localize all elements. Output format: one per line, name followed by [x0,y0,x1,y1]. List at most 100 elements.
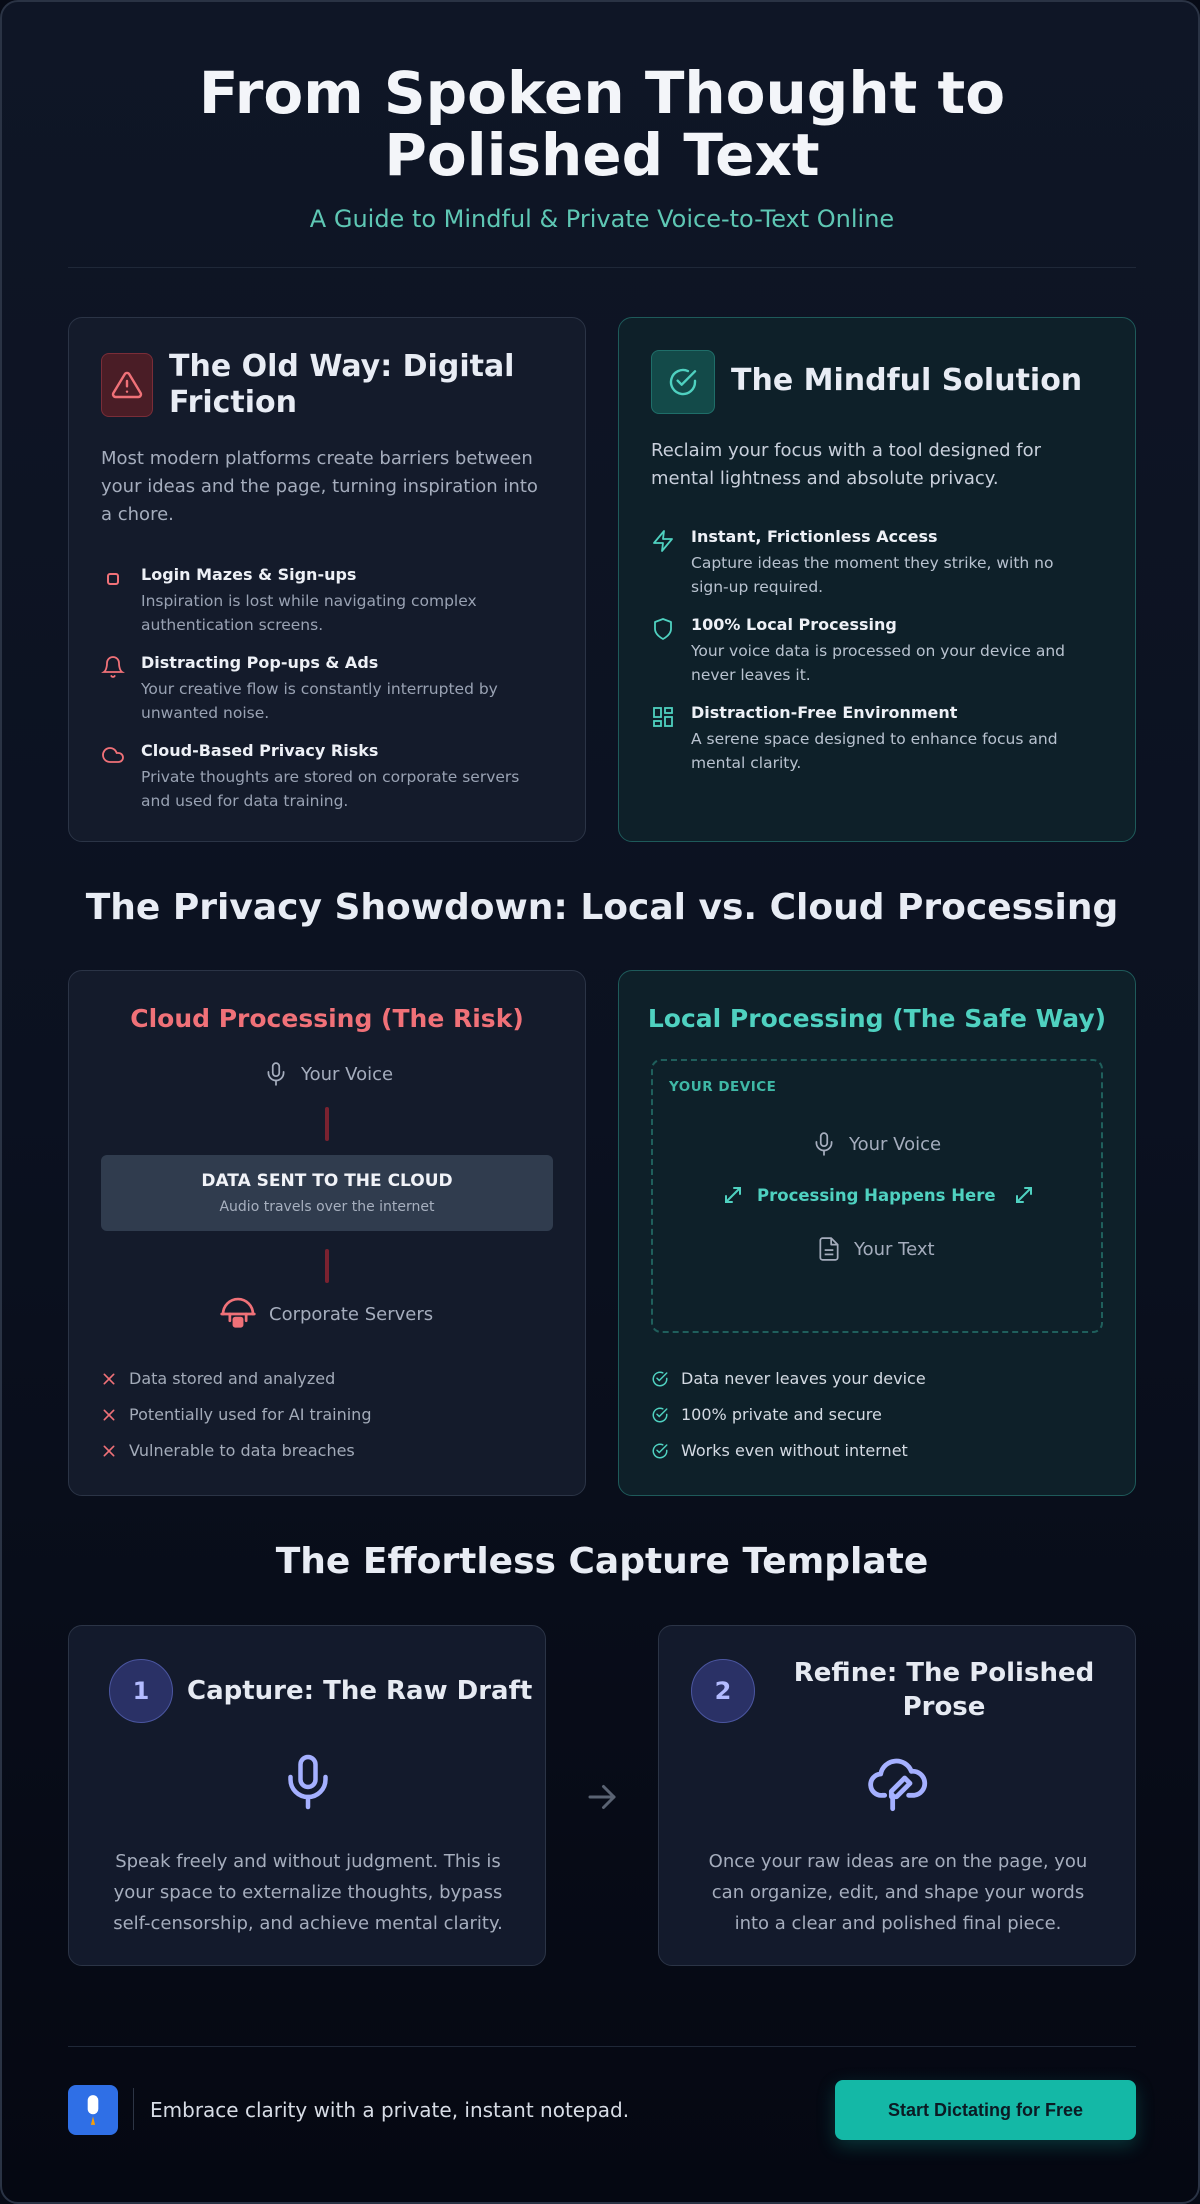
solution-intro: Reclaim your focus with a tool designed … [651,437,1111,493]
processing-row: Processing Happens Here [721,1183,1036,1207]
intro-line: a chore. [101,504,174,525]
local-text-label: Your Text [854,1238,935,1260]
old-way-title-line-2: Friction [169,385,298,420]
cloud-voice-row: Your Voice [263,1059,393,1089]
footer-divider [133,2088,134,2130]
old-way-intro: Most modern platforms create barriers be… [101,445,561,529]
item-desc-line: Your voice data is processed on your dev… [691,642,1065,660]
risk-item: Potentially used for AI training [101,1405,371,1424]
old-way-title-line-1: The Old Way: Digital [169,349,515,384]
shield-icon [654,618,672,640]
step-capture-card: 1 Capture: The Raw Draft Speak freely an… [68,1625,546,1966]
expand-arrows-icon [1015,1187,1032,1203]
divider [68,267,1136,268]
cloud-box-subtitle: Audio travels over the internet [219,1199,435,1215]
showdown-title: The Privacy Showdown: Local vs. Cloud Pr… [85,887,1119,928]
item-title: Cloud-Based Privacy Risks [141,741,379,760]
step-description: Speak freely and without judgment. This … [89,1846,527,1939]
local-panel-title: Local Processing (The Safe Way) [647,1004,1107,1033]
cloud-panel-title: Cloud Processing (The Risk) [130,1004,524,1033]
step-number: 1 [109,1659,173,1723]
risk-text: Potentially used for AI training [129,1405,372,1424]
item-desc: Your creative flow is constantly interru… [141,677,551,725]
benefit-text: Works even without internet [681,1441,908,1460]
footer-tagline: Embrace clarity with a private, instant … [150,2098,630,2122]
check-circle-icon [652,1407,668,1422]
local-processing-panel: Local Processing (The Safe Way) YOUR DEV… [618,970,1136,1496]
solution-card: The Mindful Solution Reclaim your focus … [618,317,1136,842]
intro-line: your ideas and the page, turning inspira… [101,476,538,497]
step-number: 2 [691,1659,755,1723]
item-desc-line: Your creative flow is constantly interru… [141,680,498,698]
cloud-edit-icon [868,1758,928,1812]
start-dictating-button[interactable]: Start Dictating for Free [835,2080,1136,2140]
step-title: Refine: The Polished Prose [769,1656,1119,1724]
benefit-text: 100% private and secure [681,1405,882,1424]
document-icon [819,1237,839,1261]
item-title: Distracting Pop-ups & Ads [141,653,379,672]
layout-grid-icon [653,707,673,727]
device-label: YOUR DEVICE [669,1079,777,1095]
benefit-item: Works even without internet [651,1441,908,1460]
bell-icon [101,656,125,678]
item-desc-line: never leaves it. [691,666,811,684]
x-icon [103,1445,115,1456]
page-title: From Spoken Thought to Polished Text [2,59,1198,189]
arrow-right-icon [588,1785,616,1809]
step-desc-line: your space to externalize thoughts, bypa… [113,1882,503,1903]
step-desc-line: self-censorship, and achieve mental clar… [113,1913,503,1934]
item-title: 100% Local Processing [691,615,897,634]
solution-title: The Mindful Solution [731,363,1083,398]
item-desc-line: and used for data training. [141,792,349,810]
microphone-icon [288,1754,328,1810]
cloud-icon [102,747,124,763]
risk-item: Data stored and analyzed [101,1369,335,1388]
item-title: Distraction-Free Environment [691,703,958,722]
step-title-line: Refine: The Polished [793,1658,1095,1688]
connector-line [325,1249,329,1283]
benefit-item: 100% private and secure [651,1405,882,1424]
title-line-2: Polished Text [384,121,820,189]
warning-icon [101,353,153,417]
step-refine-card: 2 Refine: The Polished Prose Once your r… [658,1625,1136,1966]
risk-item: Vulnerable to data breaches [101,1441,355,1460]
intro-line: Most modern platforms create barriers be… [101,448,533,469]
expand-arrows-icon [725,1187,741,1203]
item-desc: Private thoughts are stored on corporate… [141,765,551,813]
microphone-icon [267,1062,285,1086]
connector-line [325,1107,329,1141]
page-subtitle: A Guide to Mindful & Private Voice-to-Te… [309,205,895,233]
x-icon [103,1409,115,1420]
old-way-card: The Old Way: Digital Friction Most moder… [68,317,586,842]
cloud-servers-row: Corporate Servers [219,1297,433,1331]
microphone-logo-icon [87,2095,99,2125]
login-box-icon [107,573,119,585]
server-cloud-icon [220,1297,256,1328]
item-desc-line: Private thoughts are stored on corporate… [141,768,520,786]
cloud-servers-label: Corporate Servers [269,1303,434,1325]
cloud-processing-panel: Cloud Processing (The Risk) Your Voice D… [68,970,586,1496]
divider [68,2046,1136,2047]
item-desc: A serene space designed to enhance focus… [691,727,1101,775]
check-circle-icon [651,350,715,414]
microphone-icon [815,1132,833,1156]
item-desc: Inspiration is lost while navigating com… [141,589,551,637]
item-desc-line: authentication screens. [141,616,324,634]
item-desc-line: Inspiration is lost while navigating com… [141,592,477,610]
processing-label: Processing Happens Here [757,1185,996,1205]
device-boundary: YOUR DEVICE Your Voice Processing Happen… [651,1059,1103,1333]
cloud-voice-label: Your Voice [301,1063,394,1085]
step-desc-line: can organize, edit, and shape your words [711,1882,1085,1903]
local-voice-row: Your Voice [811,1129,941,1159]
title-line-1: From Spoken Thought to [198,59,1006,127]
template-title: The Effortless Capture Template [275,1541,929,1582]
item-desc-line: A serene space designed to enhance focus… [691,730,1058,748]
local-text-row: Your Text [816,1233,935,1265]
benefit-text: Data never leaves your device [681,1369,926,1388]
step-description: Once your raw ideas are on the page, you… [679,1846,1117,1939]
item-desc: Capture ideas the moment they strike, wi… [691,551,1101,599]
step-title-line: Prose [902,1692,986,1722]
item-title: Login Mazes & Sign-ups [141,565,357,584]
lightning-icon [653,530,673,552]
